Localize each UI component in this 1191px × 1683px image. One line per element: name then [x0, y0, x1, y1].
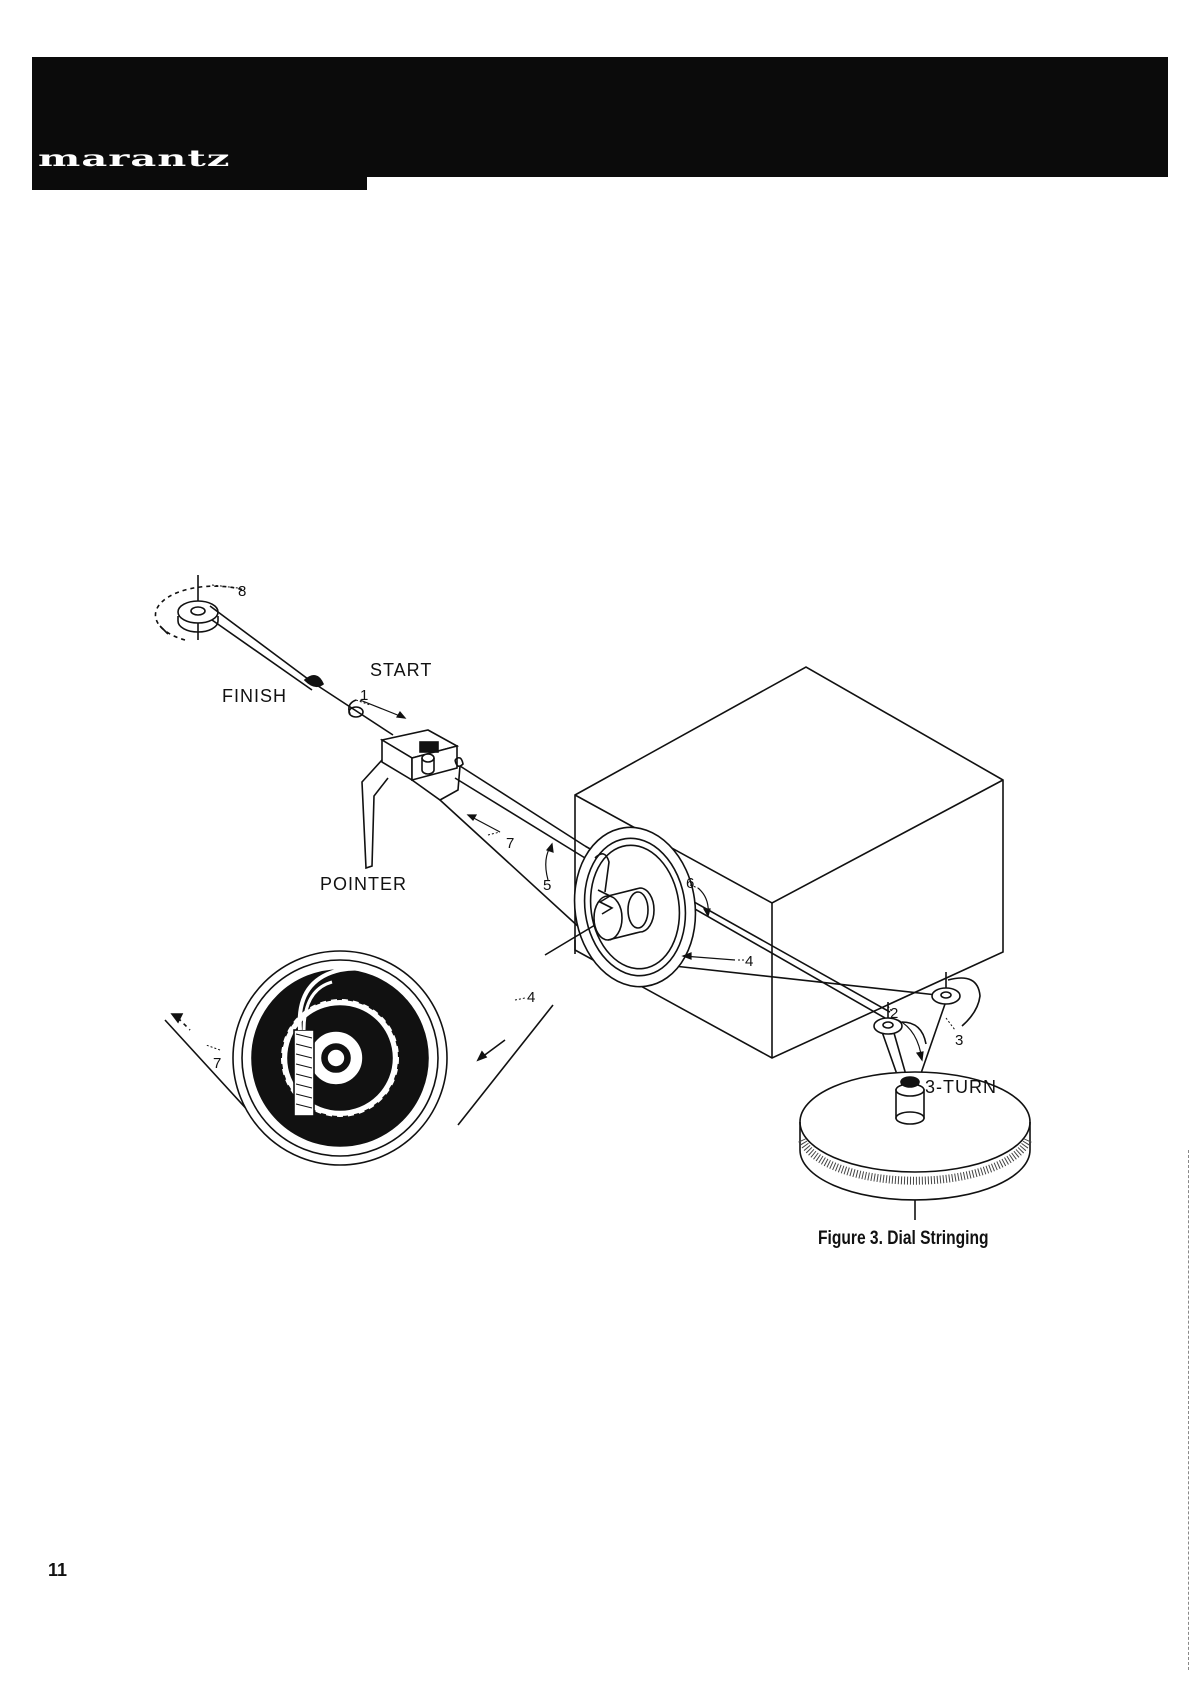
label-pointer: POINTER — [320, 874, 407, 894]
step-3: 3 — [955, 1032, 963, 1049]
step-6: 6 — [686, 875, 694, 892]
pointer-carriage — [362, 730, 463, 868]
step-7-inset: 7 — [213, 1055, 221, 1072]
step-4-inset: 4 — [527, 989, 535, 1006]
label-finish: FINISH — [222, 686, 287, 706]
step-4: 4 — [745, 953, 753, 970]
label-3-turn: 3-TURN — [925, 1077, 997, 1097]
step-7: 7 — [506, 835, 514, 852]
figure-caption: Figure 3. Dial Stringing — [818, 1228, 989, 1250]
page-number: 11 — [48, 1560, 67, 1581]
pulley-8 — [155, 575, 244, 640]
step-2: 2 — [890, 1005, 898, 1022]
page-edge-line — [1188, 1150, 1190, 1670]
step-8: 8 — [238, 583, 246, 600]
label-start: START — [370, 660, 432, 680]
inset-drum-detail — [165, 951, 553, 1165]
step-1: 1 — [360, 687, 368, 704]
step-5: 5 — [543, 877, 551, 894]
